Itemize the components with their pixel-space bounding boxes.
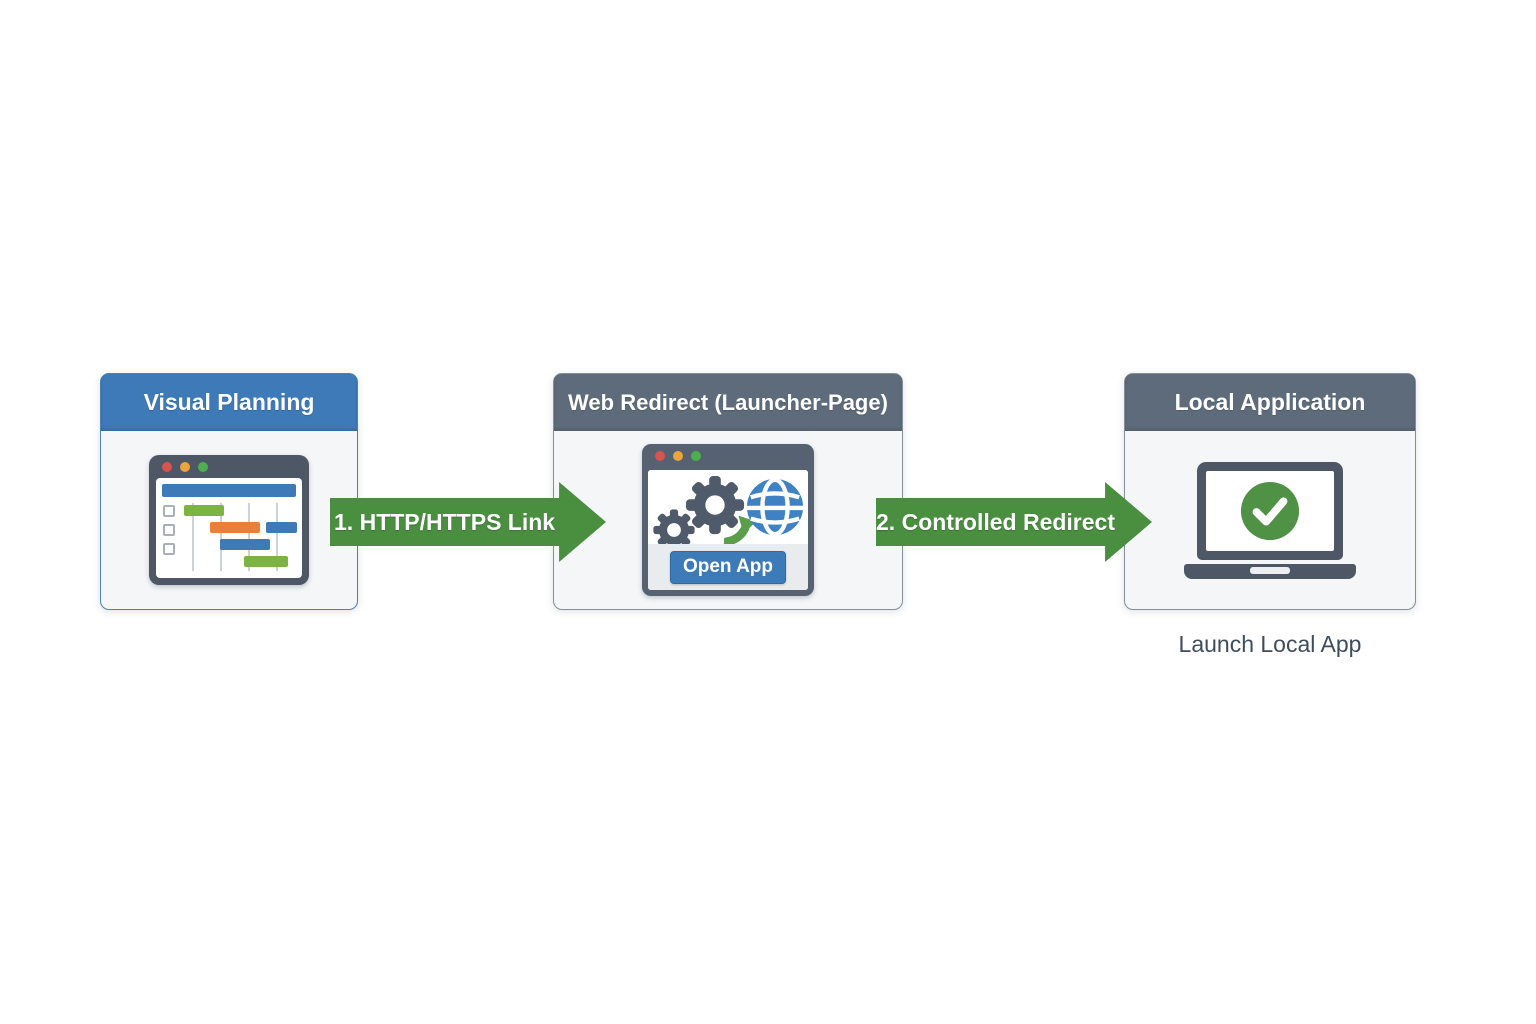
- arrow-controlled-redirect: 2. Controlled Redirect: [876, 482, 1152, 562]
- browser-window-icon: Open App: [642, 444, 814, 596]
- launch-caption: Launch Local App: [1178, 631, 1362, 657]
- gantt-checkbox: [163, 505, 175, 517]
- gantt-header-bar: [162, 484, 296, 497]
- yellow-dot-icon: [673, 450, 683, 461]
- arrow-label: 1. HTTP/HTTPS Link: [330, 509, 559, 536]
- arrow-step-number: 2.: [876, 508, 896, 535]
- node-body: [101, 431, 357, 609]
- laptop-base: [1184, 563, 1356, 579]
- laptop-notch: [1250, 566, 1290, 574]
- yellow-dot-icon: [180, 461, 190, 472]
- arrow-label: 2. Controlled Redirect: [876, 508, 1115, 536]
- globe-icon: [746, 477, 804, 537]
- arrow-step-number: 1.: [334, 508, 354, 535]
- node-title: Local Application: [1174, 389, 1366, 415]
- node-visual-planning: Visual Planning: [100, 373, 358, 610]
- browser-stage: [648, 470, 808, 551]
- window-titlebar: [642, 444, 814, 467]
- gear-icon: [685, 475, 745, 535]
- gantt-task-bar: [220, 539, 270, 550]
- gantt-task-bar: [210, 522, 260, 533]
- gantt-gridline: [248, 503, 250, 571]
- browser-content: Open App: [648, 470, 808, 590]
- green-dot-icon: [198, 461, 208, 472]
- gear-icon: [653, 509, 695, 551]
- gantt-task-bar: [184, 505, 224, 516]
- node-header: Local Application: [1125, 374, 1415, 431]
- green-dot-icon: [691, 450, 701, 461]
- laptop-icon: [1184, 461, 1356, 579]
- laptop-display: [1206, 470, 1334, 551]
- open-app-button[interactable]: Open App: [670, 550, 786, 584]
- check-circle-icon: [1240, 481, 1300, 540]
- node-header: Visual Planning: [101, 374, 357, 431]
- node-title: Web Redirect (Launcher-Page): [568, 389, 888, 415]
- red-dot-icon: [655, 450, 665, 461]
- node-title: Visual Planning: [143, 389, 315, 415]
- gantt-chart-window-icon: [149, 455, 309, 585]
- gantt-checkbox: [163, 543, 175, 555]
- node-body: [1125, 431, 1415, 609]
- node-body: Open App: [554, 431, 902, 609]
- gantt-gridline: [192, 503, 194, 571]
- arrow-step-text: Controlled Redirect: [901, 508, 1115, 535]
- laptop-screen: [1197, 461, 1343, 560]
- node-header: Web Redirect (Launcher-Page): [554, 374, 902, 431]
- gantt-content: [156, 478, 302, 578]
- gantt-gridline: [276, 503, 278, 571]
- node-web-redirect: Web Redirect (Launcher-Page): [553, 373, 903, 610]
- gantt-task-bar: [266, 522, 297, 533]
- window-titlebar: [149, 455, 309, 478]
- arrow-step-text: HTTP/HTTPS Link: [359, 508, 556, 535]
- gantt-checkbox: [163, 524, 175, 536]
- node-local-application: Local Application: [1124, 373, 1416, 610]
- gantt-gridline: [220, 503, 222, 571]
- gantt-task-bar: [244, 556, 288, 567]
- browser-footer: Open App: [648, 544, 808, 590]
- red-dot-icon: [162, 461, 172, 472]
- arrow-http-link: 1. HTTP/HTTPS Link: [330, 482, 606, 562]
